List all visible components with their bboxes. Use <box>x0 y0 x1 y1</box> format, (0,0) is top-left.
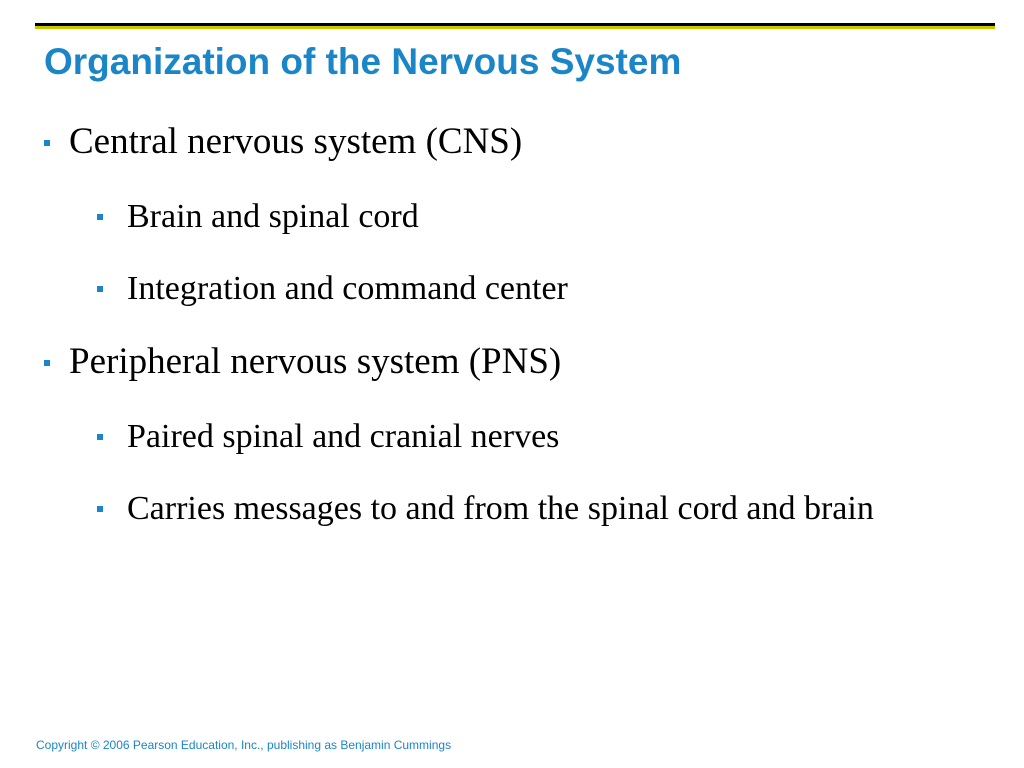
square-bullet-icon <box>44 140 50 146</box>
square-bullet-icon <box>44 360 50 366</box>
bullet-text: Peripheral nervous system (PNS) <box>69 341 562 382</box>
square-bullet-icon <box>97 214 103 220</box>
bullet-item-brain-spinal-cord: Brain and spinal cord <box>97 196 927 238</box>
slide-title: Organization of the Nervous System <box>44 41 682 82</box>
square-bullet-icon <box>97 286 103 292</box>
bullet-text: Central nervous system (CNS) <box>69 121 523 162</box>
bullet-item-carries-messages: Carries messages to and from the spinal … <box>97 488 927 530</box>
square-bullet-icon <box>97 506 103 512</box>
bullet-item-pns: Peripheral nervous system (PNS) <box>44 340 562 384</box>
top-rule-divider <box>35 23 995 29</box>
bullet-text: Paired spinal and cranial nerves <box>127 418 560 455</box>
square-bullet-icon <box>97 434 103 440</box>
bullet-text: Carries messages to and from the spinal … <box>127 490 874 527</box>
bullet-item-integration: Integration and command center <box>97 268 927 310</box>
bullet-text: Integration and command center <box>127 270 568 307</box>
bullet-item-paired-nerves: Paired spinal and cranial nerves <box>97 416 927 458</box>
copyright-footer: Copyright © 2006 Pearson Education, Inc.… <box>36 738 452 752</box>
bullet-text: Brain and spinal cord <box>127 198 419 235</box>
bullet-item-cns: Central nervous system (CNS) <box>44 120 523 164</box>
